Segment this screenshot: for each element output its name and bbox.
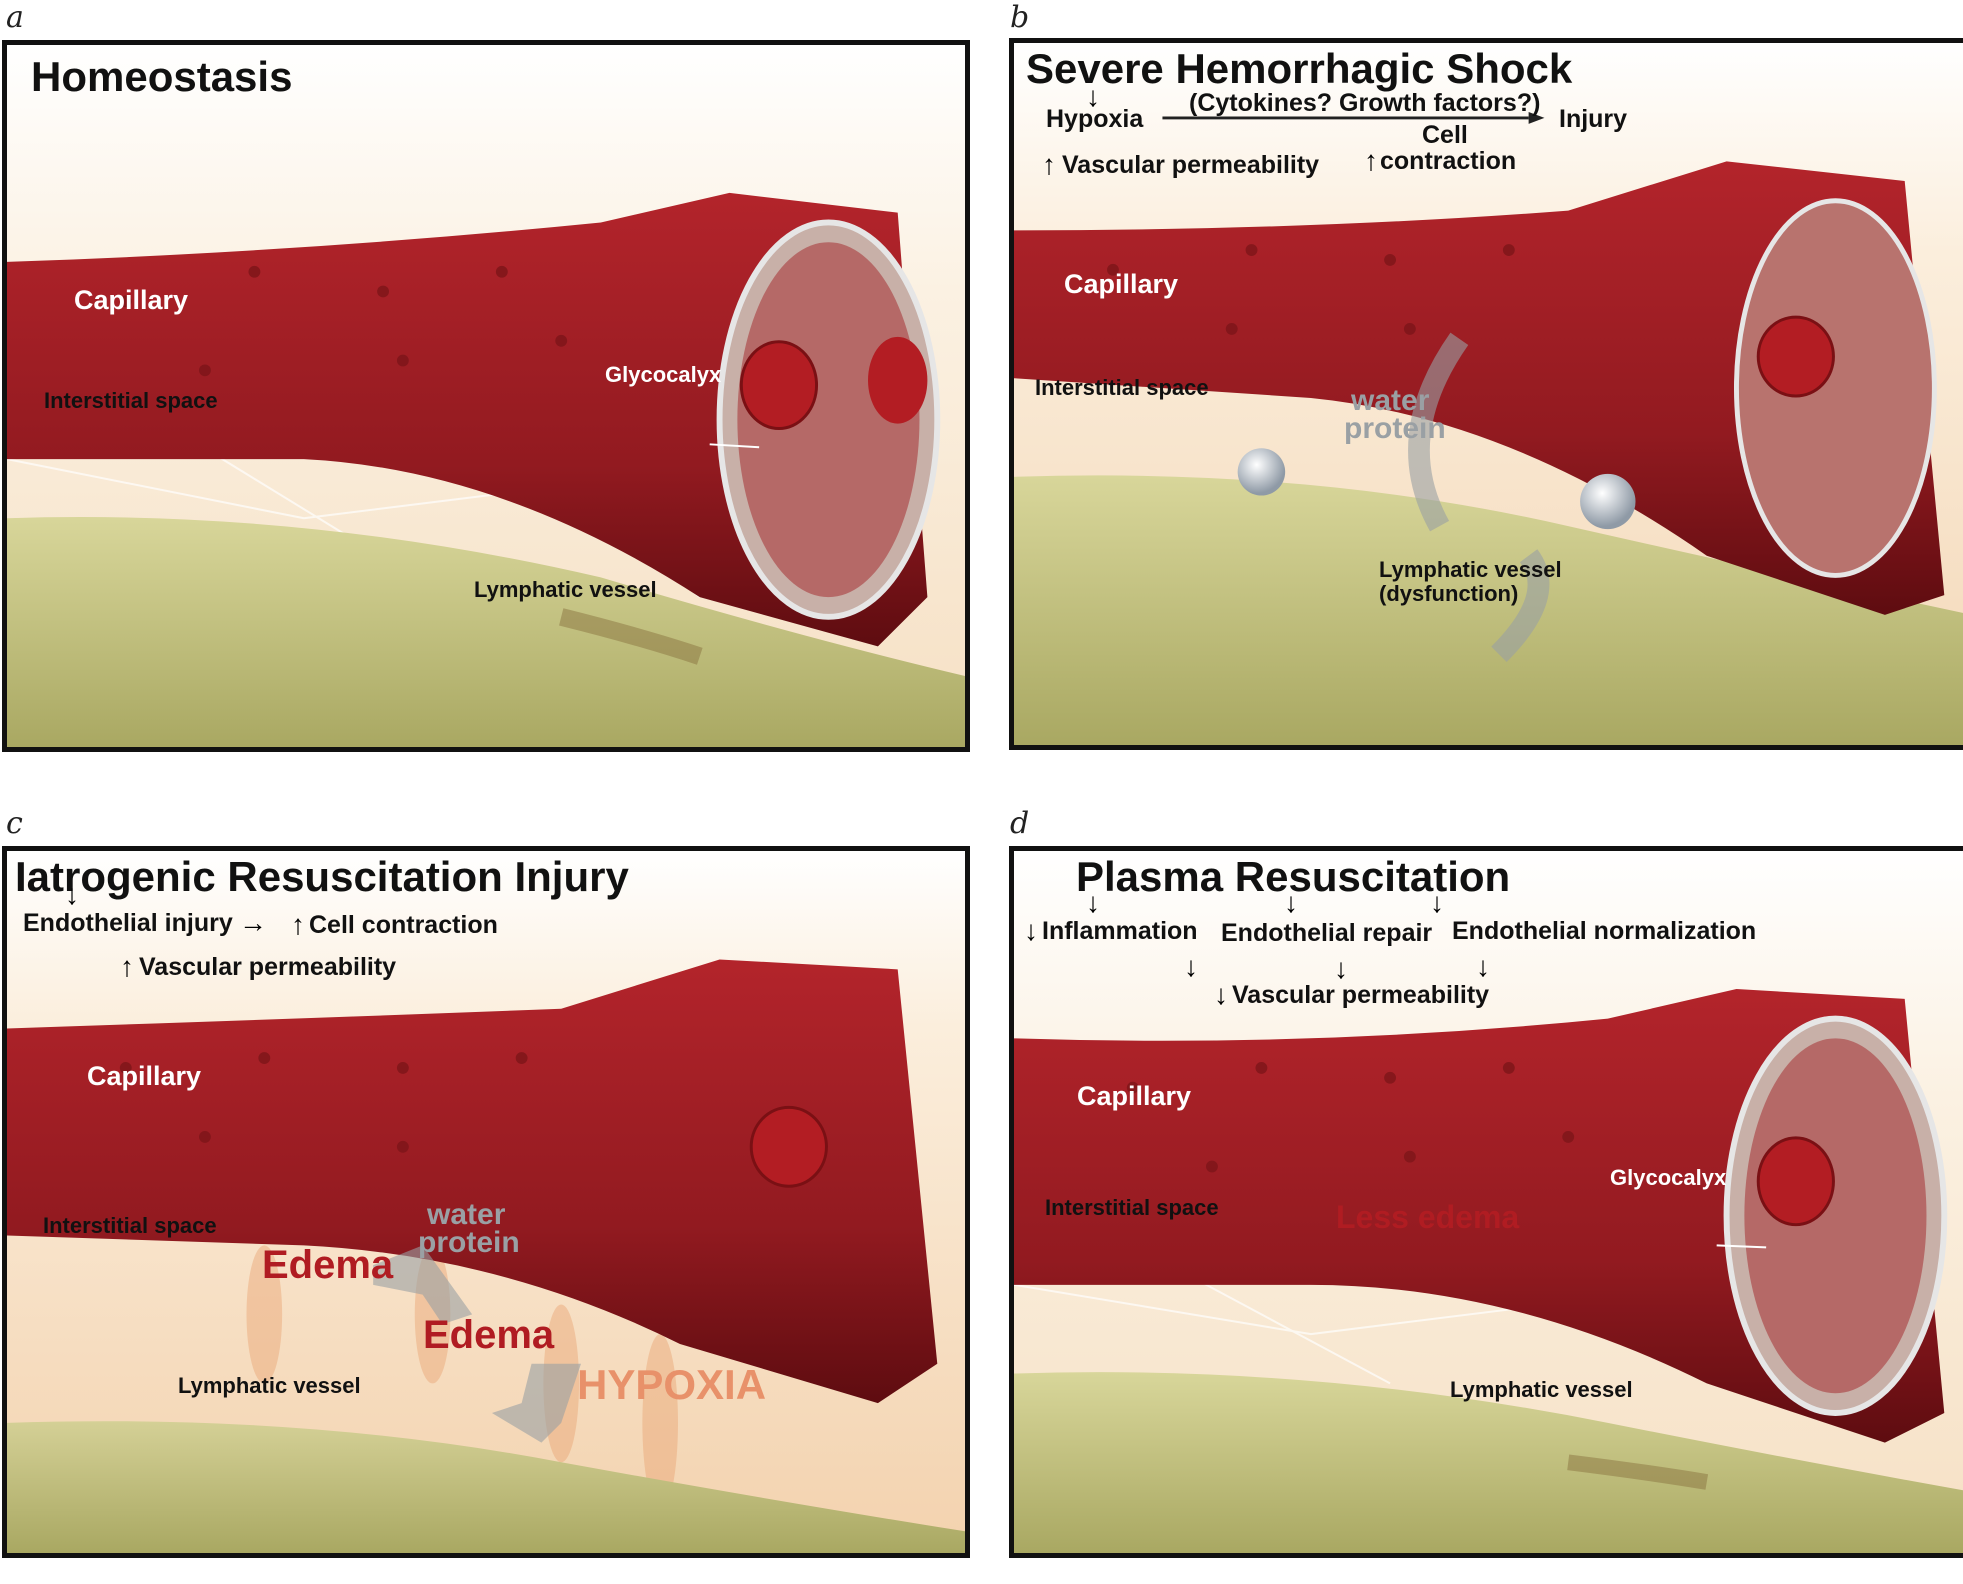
up-arrow: ↑: [1364, 145, 1378, 176]
down-arrow: ↓: [1430, 887, 1444, 918]
flow-arrow: [1408, 332, 1469, 532]
cell-label: Cell: [1422, 121, 1468, 149]
water-label: water: [427, 1198, 506, 1231]
interstitial-space-label: Interstitial space: [43, 1213, 217, 1238]
panel-title: Severe Hemorrhagic Shock: [1026, 45, 1573, 92]
endothelial-injury-label: Endothelial injury: [23, 909, 233, 937]
capillary-lumen: [1733, 198, 1937, 578]
panel-letter-b: b: [1010, 0, 1030, 35]
cell-contraction-label: Cell contraction: [309, 911, 498, 939]
hemorrhagic-shock-illustration: [1014, 43, 1963, 745]
up-arrow: ↑: [120, 951, 134, 982]
down-arrow: ↓: [65, 879, 79, 910]
leukocyte: [1237, 448, 1286, 496]
lymphatic-vessel-shape: [7, 517, 965, 747]
capillary-shape: [1014, 989, 1945, 1443]
down-arrow: ↓: [1086, 887, 1100, 918]
down-arrow: ↓: [1476, 951, 1490, 982]
vascular-permeability-label: Vascular permeability: [1232, 981, 1490, 1009]
panel-title: Iatrogenic Resuscitation Injury: [15, 853, 629, 900]
lymphatic-vessel-shape: [1014, 475, 1963, 745]
panel-title: Plasma Resuscitation: [1076, 853, 1511, 900]
endothelial-normalization-label: Endothelial normalization: [1452, 917, 1757, 945]
capillary-label: Capillary: [87, 1061, 202, 1091]
flow-arrow: [491, 1363, 582, 1443]
glycocalyx-label: Glycocalyx: [1610, 1165, 1727, 1190]
panel-title: Homeostasis: [31, 53, 293, 100]
interstitial-space-label: Interstitial space: [1035, 375, 1209, 400]
lymphatic-vessel-shape: [7, 1421, 965, 1553]
panel-letter-c: c: [6, 806, 23, 841]
capillary-shape: [7, 959, 938, 1404]
capillary-shape: [7, 192, 928, 647]
panel-hemorrhagic-shock: Severe Hemorrhagic Shock ↓ Hypoxia (Cyto…: [1009, 38, 1963, 750]
panel-plasma-resuscitation: Plasma Resuscitation ↓ ↓ ↓ ↓ Inflammatio…: [1009, 846, 1963, 1558]
lymphatic-vessel-label: Lymphatic vessel: [1450, 1377, 1633, 1402]
protein-label: protein: [418, 1226, 520, 1259]
homeostasis-illustration: [7, 45, 965, 747]
flow-arrow: [373, 1245, 473, 1325]
plasma-resuscitation-illustration: [1014, 851, 1963, 1553]
lymphatic-vessel-label: Lymphatic vessel: [178, 1373, 361, 1398]
lymphatic-vessel-label: Lymphatic vessel: [1379, 557, 1562, 582]
down-arrow: ↓: [1086, 81, 1100, 112]
flow-arrow: [1491, 549, 1550, 662]
vascular-permeability-label: Vascular permeability: [139, 953, 397, 981]
red-blood-cell: [1756, 315, 1835, 398]
panel-letter-d: d: [1010, 806, 1030, 841]
hypoxia-label: Hypoxia: [1046, 105, 1144, 133]
interstitial-space-label: Interstitial space: [44, 388, 218, 413]
capillary-shape: [1014, 161, 1945, 615]
capillary-label: Capillary: [74, 285, 189, 315]
up-arrow: ↑: [1042, 149, 1056, 180]
less-edema-label: Less edema: [1336, 1199, 1520, 1235]
capillary-label: Capillary: [1064, 269, 1179, 299]
endothelial-repair-label: Endothelial repair: [1221, 919, 1433, 947]
iatrogenic-injury-illustration: [7, 851, 965, 1553]
down-arrow: ↓: [1184, 951, 1198, 982]
panel-homeostasis: Homeostasis Capillary Glycocalyx Interst…: [2, 40, 970, 752]
dysfunction-label: (dysfunction): [1379, 581, 1519, 606]
capillary-label: Capillary: [1077, 1081, 1192, 1111]
down-arrow: ↓: [1024, 915, 1038, 946]
water-label: water: [1351, 384, 1430, 417]
contraction-label: contraction: [1380, 147, 1517, 175]
right-arrow: →: [239, 907, 267, 938]
edema-label: Edema: [262, 1243, 394, 1287]
hypoxia-label: HYPOXIA: [577, 1361, 767, 1408]
cytokines-label: (Cytokines? Growth factors?): [1189, 89, 1541, 117]
panel-letter-a: a: [6, 0, 24, 35]
red-blood-cell: [749, 1105, 828, 1188]
panel-iatrogenic-injury: Iatrogenic Resuscitation Injury ↓ Endoth…: [2, 846, 970, 1558]
down-arrow: ↓: [1284, 887, 1298, 918]
injury-label: Injury: [1559, 105, 1628, 133]
leukocyte: [1580, 473, 1636, 530]
down-arrow: ↓: [1334, 953, 1348, 984]
protein-label: protein: [1344, 412, 1446, 445]
up-arrow: ↑: [291, 909, 305, 940]
red-blood-cell: [739, 340, 819, 431]
edema-label: Edema: [423, 1313, 555, 1357]
glycocalyx-label: Glycocalyx: [605, 362, 722, 387]
down-arrow: ↓: [1214, 979, 1228, 1010]
lymphatic-vessel-shape: [1014, 1372, 1963, 1553]
red-blood-cell: [1756, 1136, 1835, 1227]
vascular-permeability-label: Vascular permeability: [1062, 151, 1320, 179]
interstitial-space-label: Interstitial space: [1045, 1195, 1219, 1220]
lymphatic-vessel-label: Lymphatic vessel: [474, 577, 657, 602]
inflammation-label: Inflammation: [1042, 917, 1198, 945]
